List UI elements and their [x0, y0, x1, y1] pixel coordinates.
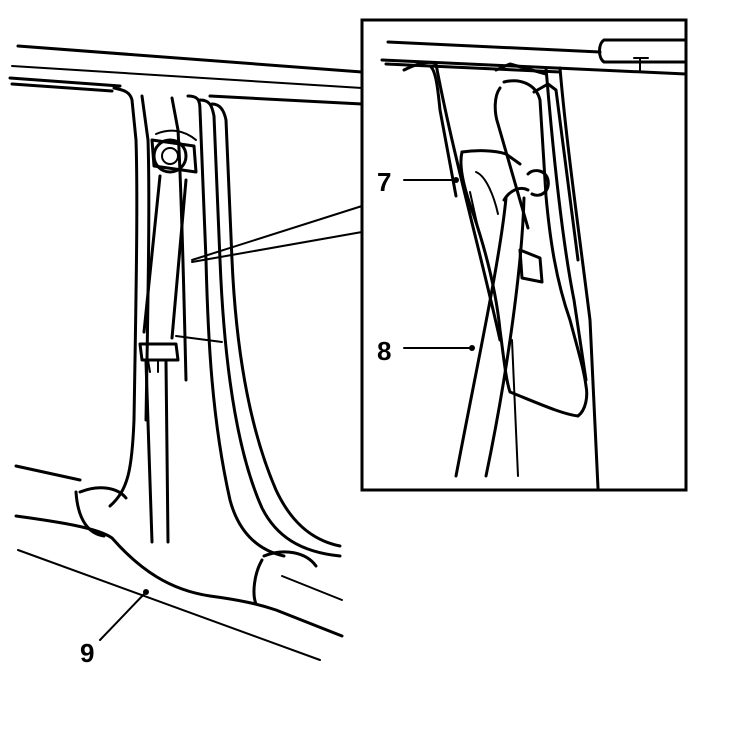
- sill-trim: [14, 464, 344, 661]
- callout-9: 9: [80, 638, 94, 668]
- inset-anchor-bolt: [518, 169, 550, 284]
- callout-8-leader: [403, 345, 475, 351]
- inset-trim-cover: [459, 79, 589, 418]
- main-view: [8, 44, 364, 661]
- zoom-leader-lines: [191, 205, 363, 263]
- callout-7: 7: [377, 167, 391, 197]
- inset-frame: [360, 18, 688, 492]
- belt-anchor: [150, 129, 198, 174]
- seat-belt-webbing: [142, 174, 188, 544]
- callout-8: 8: [377, 336, 391, 366]
- detail-inset: [360, 18, 688, 492]
- inset-seat-belt: [454, 186, 530, 478]
- roof-rail: [8, 44, 364, 106]
- callout-9-leader: [99, 589, 149, 641]
- callout-7-leader: [403, 177, 459, 183]
- height-adjuster: [138, 342, 180, 373]
- inset-pillar-trim: [402, 60, 600, 490]
- pillar-trim: [108, 86, 342, 558]
